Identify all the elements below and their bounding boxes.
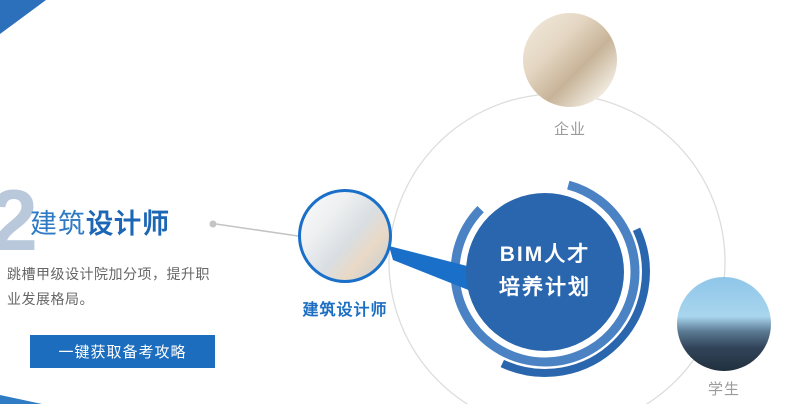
center-title-line1: BIM人才 — [499, 243, 591, 267]
section-title-part2: 设计师 — [86, 209, 170, 239]
center-ring-arc — [450, 177, 640, 367]
outer-swoosh-arc — [500, 227, 650, 377]
section-index-number: 2 — [0, 173, 38, 269]
top-left-corner-triangle — [0, 0, 46, 34]
center-title-line2: 培养计划 — [499, 276, 591, 299]
get-exam-guide-button[interactable]: 一键获取备考攻略 — [30, 335, 215, 368]
architect-node-photo[interactable] — [298, 189, 392, 283]
student-node-photo[interactable] — [677, 277, 771, 371]
student-node-label[interactable]: 学生 — [707, 381, 740, 398]
architect-node-label[interactable]: 建筑设计师 — [302, 302, 388, 319]
section-description: 跳槽甲级设计院加分项，提升职业发展格局。 — [7, 266, 210, 307]
bottom-left-corner-triangle — [0, 395, 42, 404]
architect-to-center-arrow — [389, 246, 481, 295]
enterprise-node-photo[interactable] — [523, 13, 617, 107]
bim-center-circle: BIM人才 培养计划 — [466, 193, 624, 351]
section-title-part1: 建筑 — [30, 209, 86, 239]
enterprise-node-label[interactable]: 企业 — [553, 121, 586, 138]
leader-line — [215, 223, 299, 237]
section-title: 建筑设计师 — [30, 202, 170, 241]
leader-dot — [209, 220, 217, 228]
